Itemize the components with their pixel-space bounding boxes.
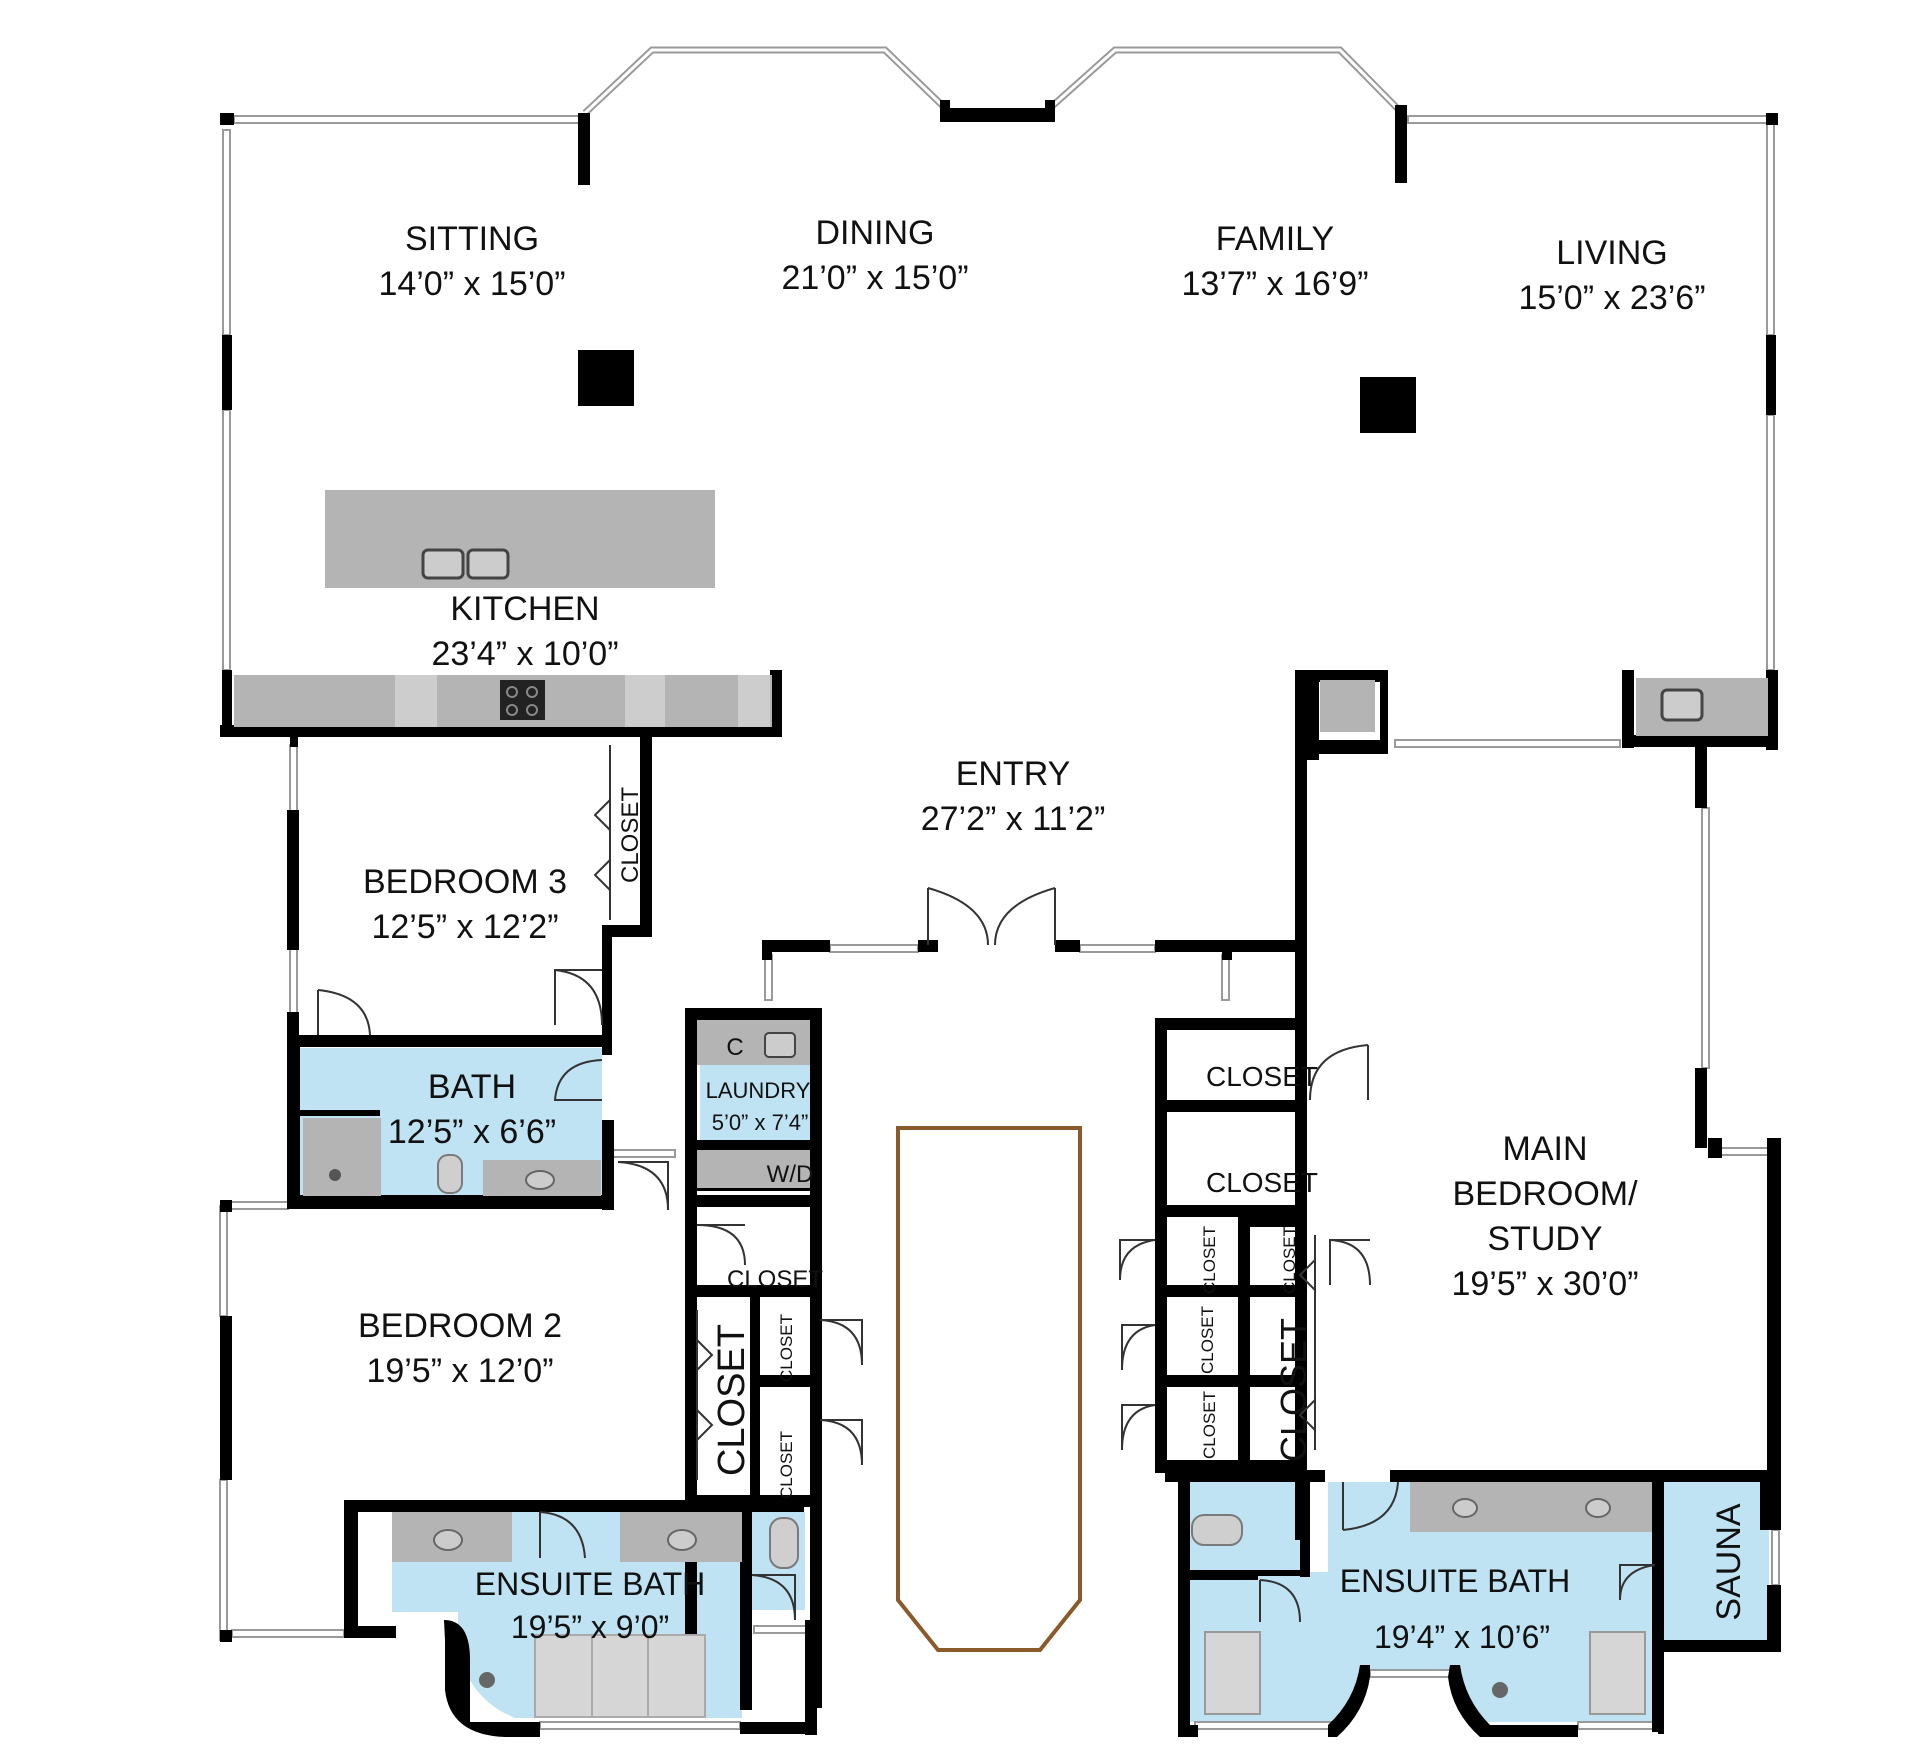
room-name-ensuite-bath-left: ENSUITE BATH <box>475 1566 706 1602</box>
closet-label-hall-b: CLOSET <box>777 1431 796 1499</box>
sink-icon <box>764 1032 796 1058</box>
laundry-wd-label: W/D <box>767 1161 814 1188</box>
sink-icon <box>1660 688 1704 722</box>
closet-label-bedroom-3: CLOSET <box>617 787 644 883</box>
kitchen-island <box>325 490 715 588</box>
room-dims-ensuite-bath-right: 19’4” x 10’6” <box>1374 1619 1550 1655</box>
room-name-ensuite-bath-right: ENSUITE BATH <box>1340 1563 1571 1599</box>
room-dims-family: 13’7” x 16’9” <box>1181 265 1368 303</box>
room-dims-laundry: 5’0” x 7’4” <box>712 1110 809 1135</box>
bay-window <box>582 46 1405 116</box>
room-name-bedroom-2: BEDROOM 2 <box>358 1307 562 1345</box>
room-name-main-line-2: BEDROOM/ <box>1452 1175 1638 1213</box>
room-name-bedroom-3: BEDROOM 3 <box>363 863 567 901</box>
closet-label-main-small-1: CLOSET <box>1200 1226 1219 1294</box>
closet-label-bedroom-2-tall: CLOSET <box>711 1324 753 1476</box>
room-name-bath: BATH <box>428 1068 516 1106</box>
column <box>1360 377 1416 433</box>
room-name-main-line-3: STUDY <box>1487 1220 1602 1258</box>
closet-label-main-1: CLOSET <box>1206 1061 1318 1092</box>
room-dims-living: 15’0” x 23’6” <box>1518 279 1705 317</box>
room-dims-bedroom-3: 12’5” x 12’2” <box>371 908 558 946</box>
room-name-family: FAMILY <box>1216 220 1334 258</box>
closet-label-main-small-4: CLOSET <box>1200 1391 1219 1459</box>
closet-label-main-tall: CLOSET <box>1273 1318 1314 1462</box>
cooktop-icon <box>500 680 545 720</box>
room-dims-sitting: 14’0” x 15’0” <box>378 265 565 303</box>
room-dims-dining: 21’0” x 15’0” <box>781 259 968 297</box>
closet-label-hall-a: CLOSET <box>777 1314 796 1382</box>
walls <box>220 100 1781 1737</box>
room-name-laundry: LAUNDRY <box>706 1078 811 1103</box>
rug <box>896 1126 1082 1652</box>
sauna-floor <box>1664 1482 1769 1642</box>
room-name-main-line-1: MAIN <box>1503 1130 1588 1168</box>
closet-label-center: CLOSET <box>727 1266 823 1293</box>
room-name-sitting: SITTING <box>405 220 539 258</box>
toilet <box>1191 1514 1243 1546</box>
room-name-dining: DINING <box>816 214 935 252</box>
column <box>578 350 634 406</box>
room-name-sauna: SAUNA <box>1710 1503 1748 1620</box>
ensuite-right-floor <box>1188 1482 1655 1722</box>
closet-label-main-small-2: CLOSET <box>1280 1226 1299 1294</box>
room-dims-entry: 27’2” x 11’2” <box>921 800 1106 838</box>
room-name-entry: ENTRY <box>956 755 1071 793</box>
room-dims-bedroom-2: 19’5” x 12’0” <box>366 1352 553 1390</box>
room-name-kitchen: KITCHEN <box>450 590 599 628</box>
closet-label-main-small-3: CLOSET <box>1198 1306 1217 1374</box>
closet-label-main-2: CLOSET <box>1206 1167 1318 1198</box>
toilet <box>437 1154 463 1194</box>
doors <box>317 745 1656 1623</box>
laundry-c-label: C <box>726 1034 743 1061</box>
room-dims-ensuite-bath-left: 19’5” x 9’0” <box>511 1609 669 1645</box>
room-dims-main-bedroom: 19’5” x 30’0” <box>1451 1265 1638 1303</box>
sink-icon <box>421 548 510 580</box>
room-dims-bath: 12’5” x 6’6” <box>388 1113 556 1151</box>
shower <box>303 1118 381 1196</box>
room-name-living: LIVING <box>1556 234 1667 272</box>
room-dims-kitchen: 23’4” x 10’0” <box>431 635 618 673</box>
